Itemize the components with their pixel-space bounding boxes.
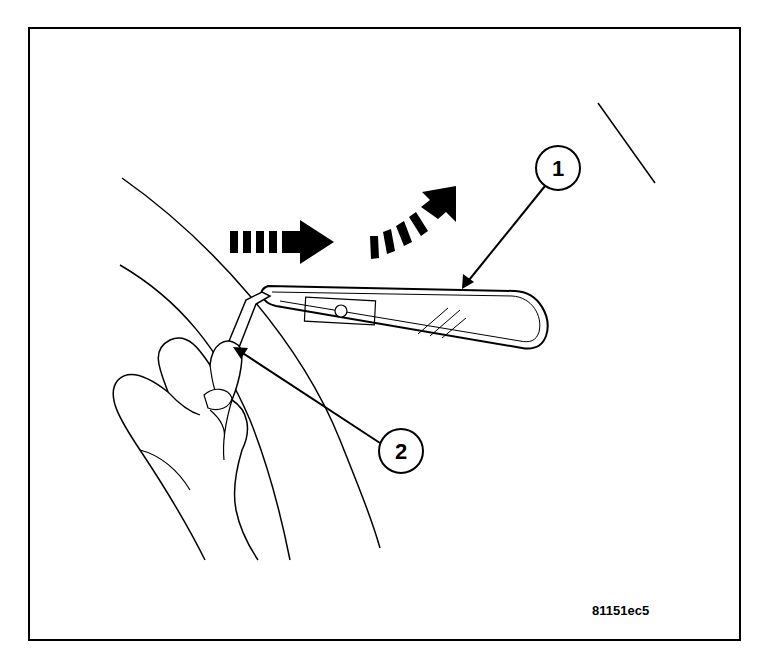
figure-code: 81151ec5 xyxy=(592,604,649,617)
push-arrow xyxy=(230,220,334,264)
callout-circle xyxy=(379,429,423,473)
thumb-nail xyxy=(204,389,232,409)
frame-border xyxy=(29,28,740,640)
callout-number: 2 xyxy=(395,441,407,463)
leader-arrowhead xyxy=(462,274,474,289)
lens-reflection xyxy=(418,308,466,338)
hand xyxy=(113,338,258,560)
lamp-bulb xyxy=(335,305,347,317)
side-marker-lamp xyxy=(262,286,548,349)
callout-number: 1 xyxy=(552,158,564,180)
leader-line xyxy=(465,186,545,285)
lamp-bulb-housing xyxy=(304,297,375,325)
callout-circle xyxy=(536,146,580,190)
rotate-arrow xyxy=(370,186,456,259)
lamp-lens-edge xyxy=(272,292,540,342)
hand-details xyxy=(140,365,232,490)
leader-arrowhead xyxy=(233,347,248,359)
body-line xyxy=(598,103,655,183)
leader-line xyxy=(238,350,380,443)
